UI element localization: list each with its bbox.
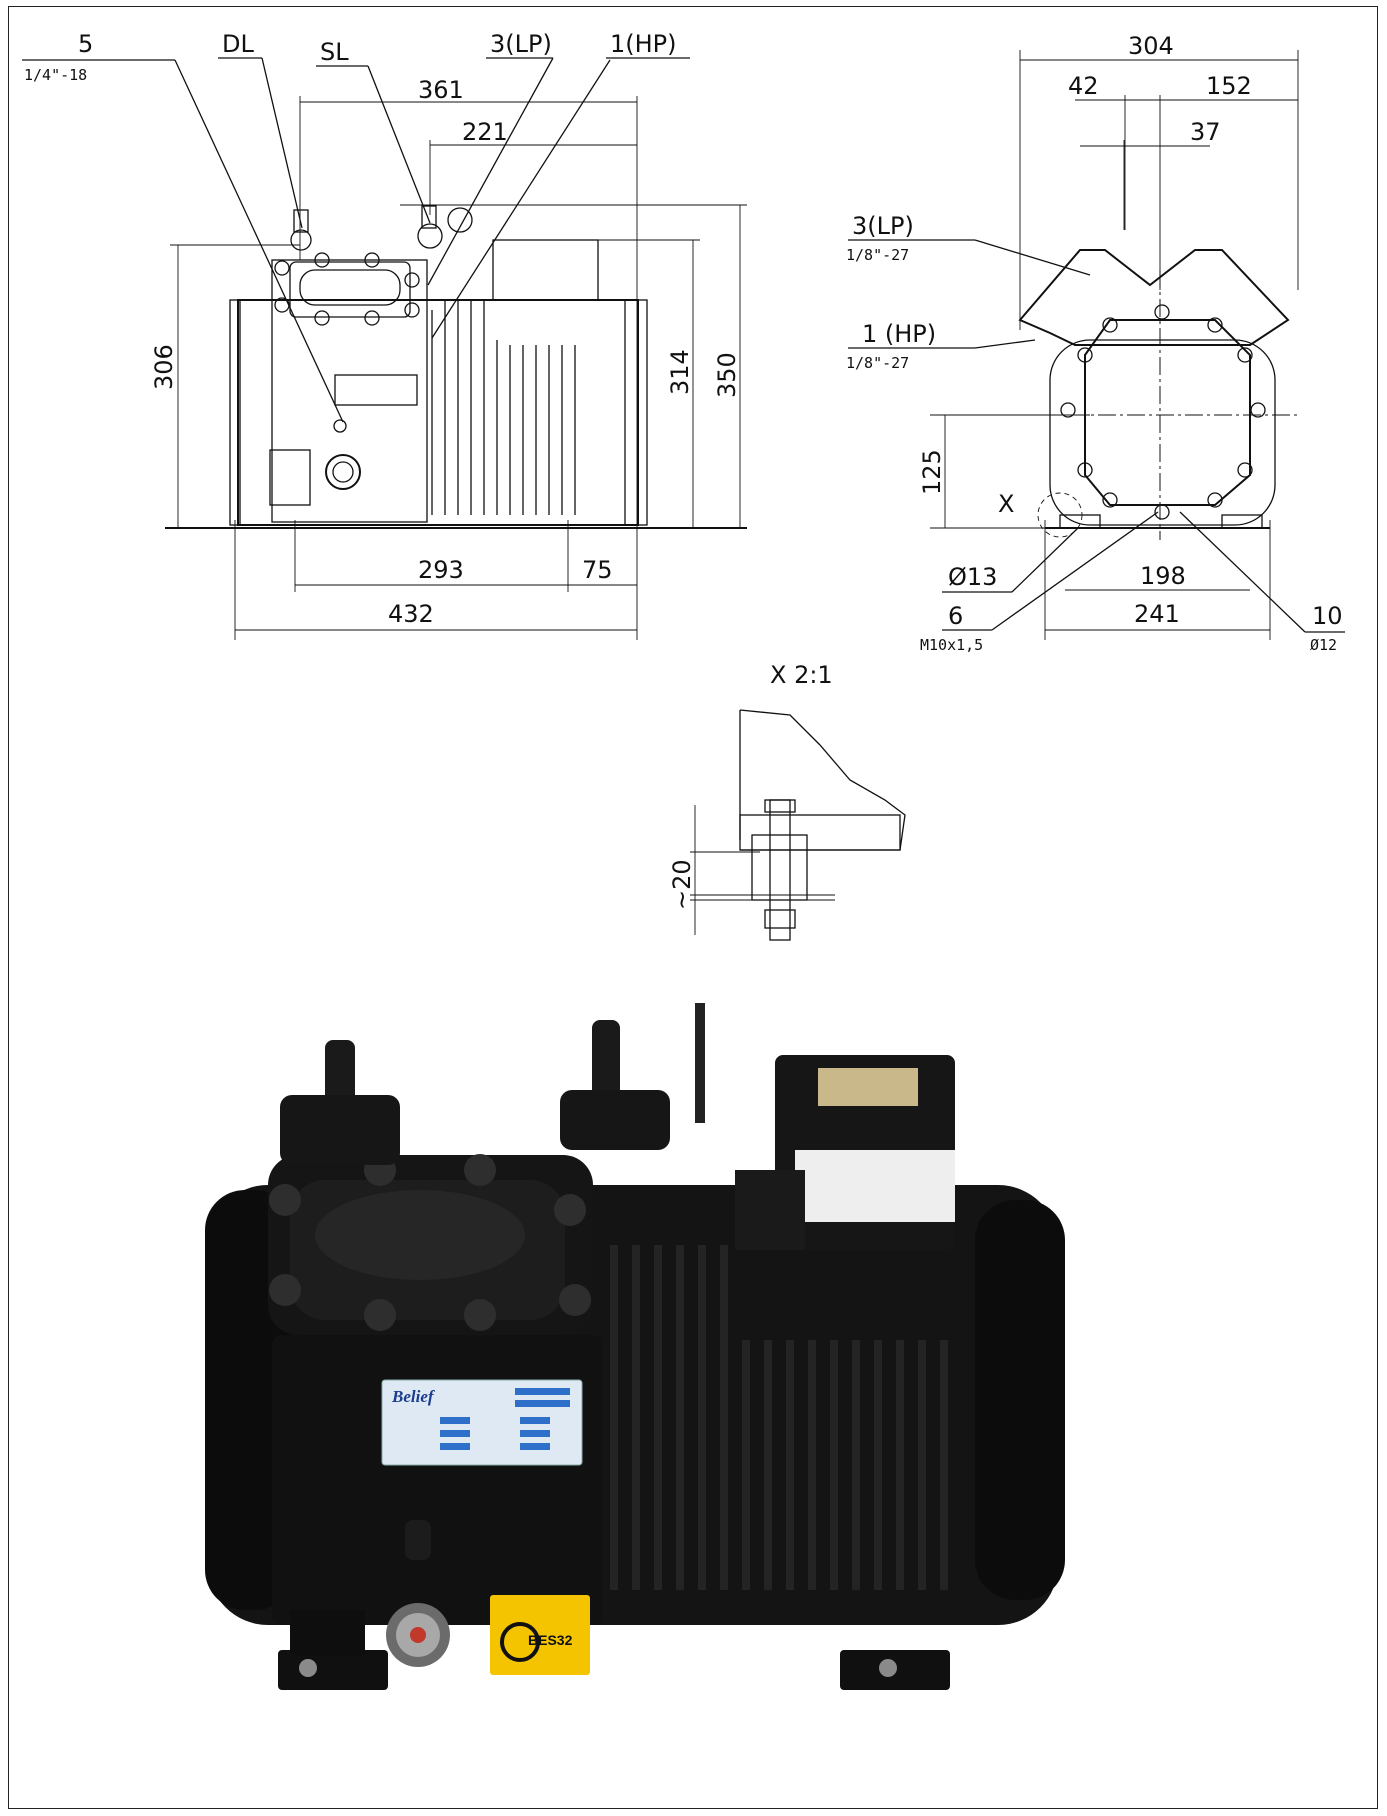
callout-side-1hp: 1 (HP) — [862, 320, 936, 348]
dim-314: 314 — [666, 349, 694, 395]
dim-361: 361 — [418, 76, 464, 104]
drawing-frame — [8, 6, 1378, 1809]
dim-304: 304 — [1128, 32, 1174, 60]
front-view: 5 1/4"-18 DL SL 3(LP) 1(HP) 361 221 306 … — [22, 30, 747, 640]
callout-side-3lp-thread: 1/8"-27 — [846, 246, 909, 264]
dim-241: 241 — [1134, 600, 1180, 628]
motor-fins — [610, 1245, 948, 1590]
detail-view: X 2:1 ~20 — [668, 661, 906, 941]
detail-dim-20: ~20 — [668, 859, 696, 910]
callout-5-thread: 1/4"-18 — [24, 66, 87, 84]
dim-293: 293 — [418, 556, 464, 584]
callout-x: X — [998, 490, 1014, 518]
callout-sl: SL — [320, 38, 349, 66]
callout-3lp: 3(LP) — [490, 30, 552, 58]
callout-dl: DL — [222, 30, 254, 58]
callout-side-3lp: 3(LP) — [852, 212, 914, 240]
dim-198: 198 — [1140, 562, 1186, 590]
dim-306: 306 — [150, 344, 178, 390]
callout-side-1hp-thread: 1/8"-27 — [846, 354, 909, 372]
callout-6: 6 — [948, 602, 963, 630]
callout-10-dia: Ø12 — [1310, 636, 1337, 654]
callout-1hp: 1(HP) — [610, 30, 677, 58]
side-view: 304 42 152 37 3(LP) 1/8"-27 1 (HP) 1/8"-… — [846, 32, 1345, 654]
callout-6-thread: M10x1,5 — [920, 636, 983, 654]
dim-221: 221 — [462, 118, 508, 146]
callout-5: 5 — [78, 30, 93, 58]
dim-125: 125 — [918, 449, 946, 495]
dim-75: 75 — [582, 556, 613, 584]
dim-37: 37 — [1190, 118, 1221, 146]
oil-label-text: BES32 — [528, 1632, 573, 1648]
compressor-photo: Belief BES32 — [205, 1003, 1065, 1690]
dim-350: 350 — [713, 352, 741, 398]
oil-level-label — [490, 1595, 590, 1675]
dim-432: 432 — [388, 600, 434, 628]
dim-42: 42 — [1068, 72, 1099, 100]
cooling-fins — [431, 300, 576, 515]
bolt-circle — [1060, 304, 1266, 520]
callout-dia13: Ø13 — [948, 563, 997, 591]
dim-152: 152 — [1206, 72, 1252, 100]
brand-logo: Belief — [391, 1387, 436, 1406]
detail-title: X 2:1 — [770, 661, 833, 689]
callout-10: 10 — [1312, 602, 1343, 630]
